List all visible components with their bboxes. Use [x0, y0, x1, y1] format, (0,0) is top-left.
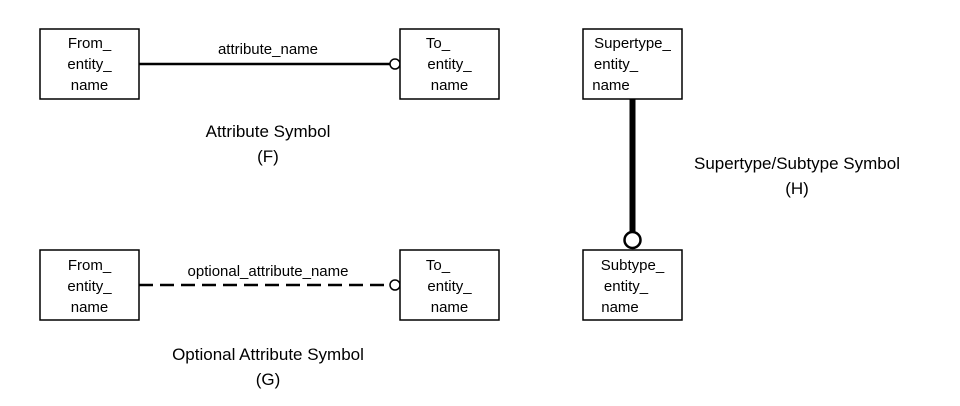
supertype-subtype-caption: Supertype/Subtype Symbol: [694, 154, 900, 173]
from-entity-line-3-f: name: [71, 77, 109, 94]
attribute-edge-label: attribute_name: [218, 41, 318, 58]
supertype-entity-line-3: name: [592, 77, 630, 94]
to-entity-line-2-g: entity_: [427, 278, 472, 295]
optional-attribute-edge-label: optional_attribute_name: [188, 263, 349, 280]
from-entity-box-g: [39, 249, 140, 321]
optional-attribute-symbol-caption: Optional Attribute Symbol: [172, 345, 364, 364]
supertype-subtype-code: (H): [785, 179, 809, 198]
from-entity-line-2-g: entity_: [67, 278, 112, 295]
attribute-symbol-diagram: From_ entity_ name To_ entity_ name attr…: [39, 28, 500, 166]
optional-attribute-symbol-diagram: From_ entity_ name To_ entity_ name opti…: [39, 249, 500, 389]
attribute-edge-end-circle: [389, 58, 401, 70]
from-entity-line-3-g: name: [71, 299, 109, 316]
from-entity-box-f: [39, 28, 140, 100]
to-entity-line-2-f: entity_: [427, 56, 472, 73]
from-entity-line-1-f: From_: [68, 35, 112, 52]
supertype-entity-box: [582, 28, 683, 100]
to-entity-line-3-f: name: [431, 77, 469, 94]
subtype-entity-line-1: Subtype_: [601, 257, 665, 274]
from-entity-line-2-f: entity_: [67, 56, 112, 73]
to-entity-box-g: [399, 249, 500, 321]
optional-attribute-symbol-code: (G): [256, 370, 281, 389]
to-entity-line-1-f: To_: [426, 35, 451, 52]
supertype-subtype-symbol-diagram: Supertype_ entity_ name Subtype_ entity_…: [582, 28, 900, 321]
supertype-entity-line-2: entity_: [594, 56, 639, 73]
to-entity-line-3-g: name: [431, 299, 469, 316]
attribute-symbol-code: (F): [257, 147, 279, 166]
supertype-subtype-end-circle: [623, 230, 642, 250]
from-entity-line-1-g: From_: [68, 257, 112, 274]
to-entity-line-1-g: To_: [426, 257, 451, 274]
subtype-entity-line-2: entity_: [604, 278, 649, 295]
attribute-symbol-caption: Attribute Symbol: [206, 122, 331, 141]
optional-attribute-edge-end-circle: [389, 279, 401, 291]
subtype-entity-line-3: name: [601, 299, 639, 316]
supertype-entity-line-1: Supertype_: [594, 35, 671, 52]
subtype-entity-box: [582, 249, 683, 321]
to-entity-box-f: [399, 28, 500, 100]
